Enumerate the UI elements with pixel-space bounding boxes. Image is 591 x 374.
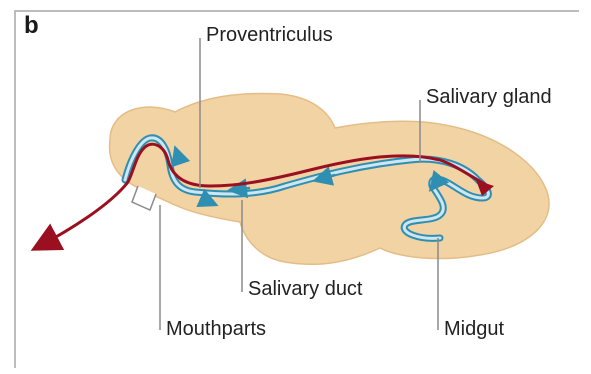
panel-letter: b [24, 12, 39, 40]
label-salivary-duct: Salivary duct [248, 278, 363, 301]
label-proventriculus: Proventriculus [206, 24, 333, 47]
label-mouthparts: Mouthparts [166, 318, 266, 341]
label-salivary-gland: Salivary gland [426, 86, 552, 109]
label-midgut: Midgut [444, 318, 504, 341]
